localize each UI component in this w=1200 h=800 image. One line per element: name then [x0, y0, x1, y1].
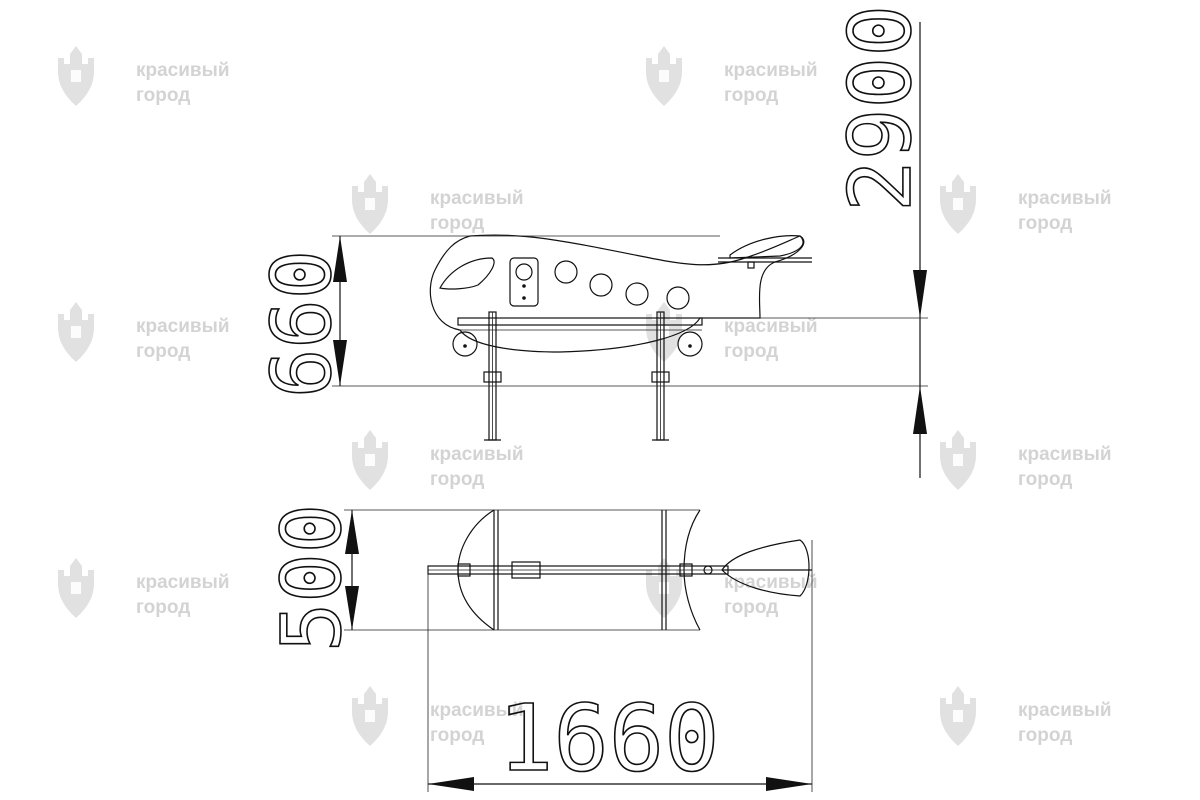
watermark-text-line1: красивый	[136, 572, 230, 593]
watermark-text-line2: город	[430, 725, 484, 746]
watermark-logo-icon	[646, 46, 682, 106]
watermark-text-line2: город	[1018, 725, 1072, 746]
watermark-text-line2: город	[430, 469, 484, 490]
watermark-text-line1: красивый	[1018, 188, 1112, 209]
watermark-9: красивый город	[58, 558, 230, 618]
watermark-text-line1: красивый	[1018, 444, 1112, 465]
watermark-text-line2: город	[724, 597, 778, 618]
arrow-down	[913, 270, 927, 318]
porthole-window	[589, 273, 613, 297]
watermark-logo-icon	[352, 686, 388, 746]
watermark-5: красивый город	[58, 302, 230, 362]
porthole-window	[666, 286, 690, 310]
watermark-logo-icon	[940, 686, 976, 746]
dimension-side-height: 660	[254, 235, 720, 399]
watermark-text-line1: красивый	[136, 60, 230, 81]
door-handle-2	[522, 296, 526, 300]
watermark-4: красивый город	[940, 174, 1112, 234]
wheel-rear	[677, 331, 703, 357]
watermark-7: красивый город	[352, 430, 524, 490]
tail-bolt	[747, 261, 755, 269]
top-tail	[721, 539, 810, 597]
watermark-logo-icon	[940, 430, 976, 490]
arrow-down	[345, 586, 359, 630]
watermark-logo-icon	[352, 174, 388, 234]
porthole-window	[554, 260, 578, 284]
watermark-8: красивый город	[940, 430, 1112, 490]
watermark-12: красивый город	[940, 686, 1112, 746]
watermark-text-line2: город	[1018, 213, 1072, 234]
top-coupler	[511, 561, 541, 579]
seat-beam	[457, 317, 703, 326]
arrow-down	[333, 340, 347, 386]
side-view-airplane	[429, 234, 812, 441]
watermark-text-line1: красивый	[430, 188, 524, 209]
watermark-text-line2: город	[136, 341, 190, 362]
dimension-top-width: 500	[264, 503, 700, 653]
leg-front	[483, 311, 502, 441]
arrow-up	[913, 386, 927, 434]
dimension-total-height: 2900	[470, 4, 932, 478]
top-joint	[703, 565, 713, 575]
arrow-left	[428, 777, 474, 791]
watermark-logo-icon	[646, 558, 682, 618]
watermark-text-line1: красивый	[430, 700, 524, 721]
arrow-up	[333, 236, 347, 282]
watermark-10: красивый город	[646, 558, 818, 618]
door-handle	[522, 284, 526, 288]
watermark-text-line1: красивый	[724, 316, 818, 337]
porthole-window	[625, 282, 649, 306]
watermark-text-line2: город	[136, 85, 190, 106]
arrow-up	[345, 510, 359, 554]
watermark-text-line1: красивый	[724, 60, 818, 81]
watermark-1: красивый город	[58, 46, 230, 106]
dim-label-2900: 2900	[831, 5, 931, 212]
watermark-logo-icon	[352, 430, 388, 490]
watermark-text-line2: город	[136, 597, 190, 618]
wheel-front	[452, 331, 478, 357]
dimension-total-length: 1660	[427, 540, 813, 793]
watermark-text-line2: город	[430, 213, 484, 234]
wheel-hub	[688, 344, 692, 348]
dim-label-1660: 1660	[498, 685, 720, 792]
arrow-right	[766, 777, 812, 791]
wheel-hub	[463, 344, 467, 348]
watermark-text-line1: красивый	[1018, 700, 1112, 721]
leg-rear	[651, 311, 670, 441]
top-clamp	[457, 563, 471, 577]
dim-label-500: 500	[265, 504, 360, 652]
door	[509, 257, 539, 307]
top-view-airplane	[427, 509, 812, 631]
watermark-text-line2: город	[724, 85, 778, 106]
watermark-text-line1: красивый	[430, 444, 524, 465]
watermark-2: красивый город	[646, 46, 818, 106]
door-window	[515, 263, 533, 281]
watermark-text-line2: город	[1018, 469, 1072, 490]
cockpit-window	[439, 257, 495, 290]
top-clamp-2	[679, 563, 693, 577]
watermark-6: красивый город	[646, 302, 818, 362]
watermark-text-line2: город	[724, 341, 778, 362]
watermark-logo-icon	[58, 558, 94, 618]
dim-label-660: 660	[255, 250, 350, 398]
watermark-text-line1: красивый	[724, 572, 818, 593]
watermark-logo-icon	[58, 46, 94, 106]
watermark-11: красивый город	[352, 686, 524, 746]
watermark-3: красивый город	[352, 174, 524, 234]
watermark-logo-icon	[58, 302, 94, 362]
fuselage-outline	[429, 234, 805, 353]
watermark-logo-icon	[940, 174, 976, 234]
watermark-text-line1: красивый	[136, 316, 230, 337]
tail-fin	[729, 235, 804, 259]
